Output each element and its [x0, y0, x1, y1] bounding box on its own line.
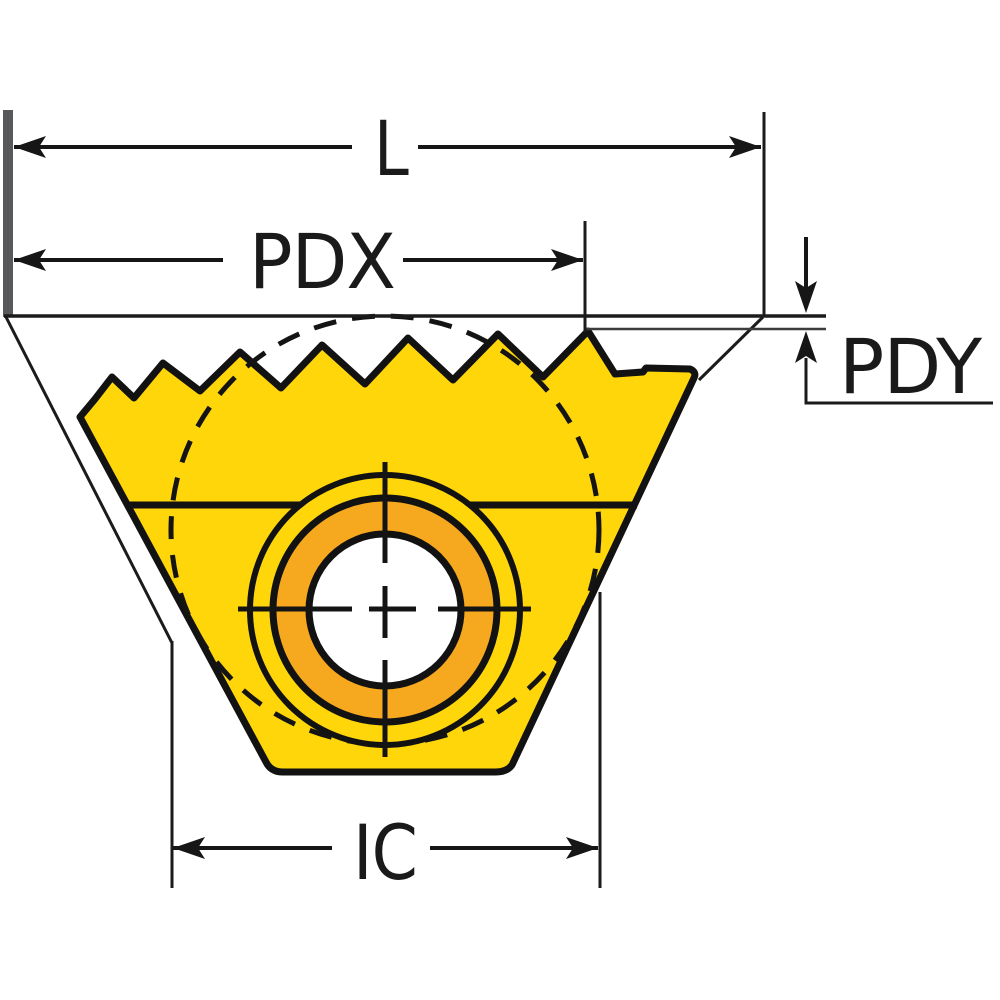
- dimension-label-L: L: [374, 104, 409, 193]
- arrowhead-PDY-down: [795, 281, 817, 313]
- arrowhead-PDX-left: [14, 249, 46, 271]
- arrowhead-PDX-right: [551, 249, 583, 271]
- dimension-label-PDX: PDX: [249, 217, 395, 306]
- inscribed-circle-dashed: [168, 313, 602, 747]
- dimension-PDX: PDX: [14, 217, 587, 332]
- pdy-leader-line: [804, 358, 993, 405]
- arrowhead-PDY-up: [795, 331, 817, 363]
- dimension-IC: IC: [170, 592, 602, 897]
- arrowhead-IC-left: [173, 837, 205, 859]
- dimension-label-PDY: PDY: [839, 322, 983, 411]
- arrowhead-IC-right: [566, 837, 598, 859]
- dimension-L: L: [14, 104, 766, 317]
- datum-edge-bar: [3, 110, 13, 317]
- dimension-label-IC: IC: [353, 808, 417, 897]
- flank-outline-left: [4, 316, 174, 644]
- dimension-PDY: PDY: [795, 237, 993, 411]
- arrowhead-L-right: [729, 136, 761, 158]
- flank-outline-right: [697, 315, 765, 382]
- arrowhead-L-left: [14, 136, 46, 158]
